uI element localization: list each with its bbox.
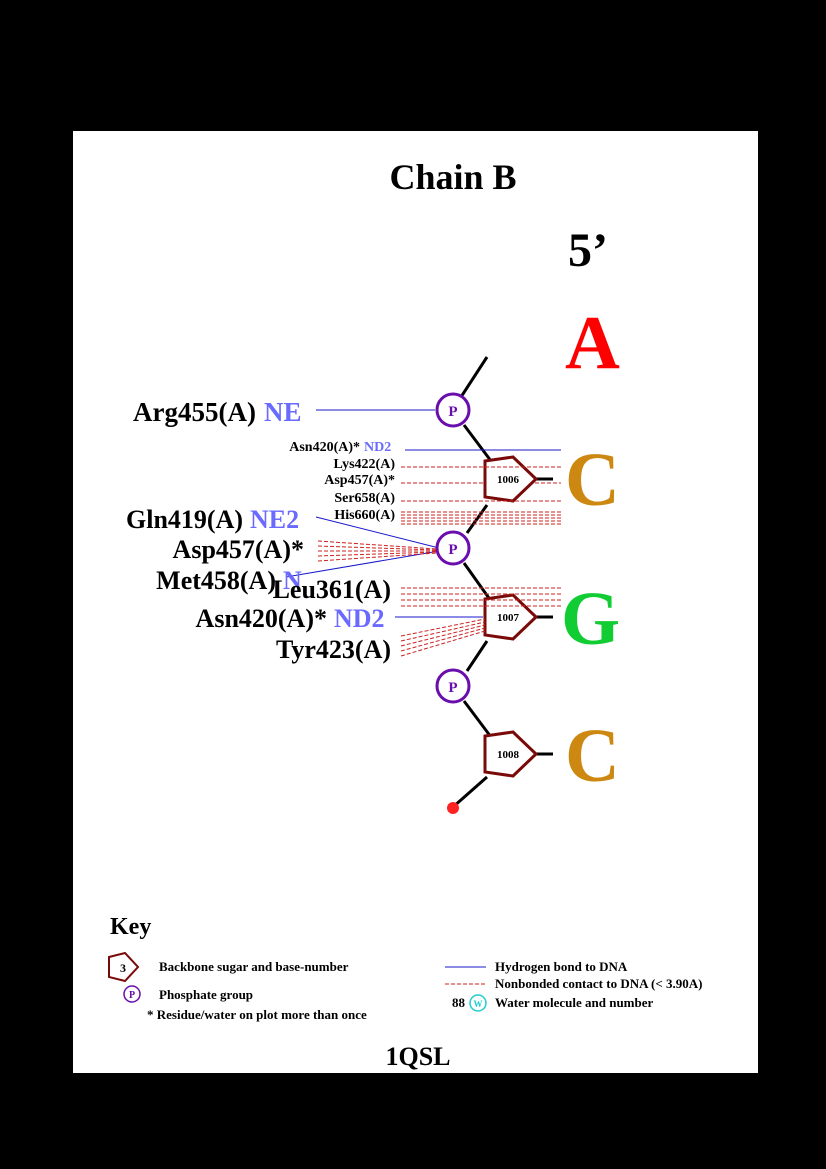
- phosphate-3: P: [435, 668, 471, 704]
- atom-n: N: [283, 566, 302, 595]
- residue-gln419: Gln419(A): [126, 505, 243, 534]
- sugar-1007: 1007: [483, 593, 539, 641]
- residue-leu361: Leu361(A): [273, 575, 391, 604]
- residue-asp457: Asp457(A)*: [173, 535, 304, 564]
- phosphate-label: P: [448, 680, 457, 696]
- sugar-number: 1007: [497, 612, 520, 624]
- residue-arg455: Arg455(A): [133, 397, 256, 427]
- sugar-1008: 1008: [483, 730, 539, 778]
- key-nonbonded-label: Nonbonded contact to DNA (< 3.90A): [495, 976, 702, 991]
- key-star-note: * Residue/water on plot more than once: [147, 1007, 367, 1022]
- five-prime-label: 5’: [568, 224, 608, 277]
- key-water-label: Water molecule and number: [495, 995, 654, 1010]
- residue-asp457-small: Asp457(A)*: [324, 473, 395, 488]
- residue-lys422: Lys422(A): [334, 457, 396, 472]
- base-letter-a: A: [565, 301, 620, 385]
- dna-contact-diagram: Chain B 5’ A C G C 1006 1007 1008: [108, 157, 702, 1071]
- atom-nd2: ND2: [334, 604, 385, 633]
- base-letter-c-1008: C: [565, 714, 620, 798]
- phosphate-2: P: [435, 530, 471, 566]
- sugar-number: 1008: [497, 749, 520, 761]
- residue-asn420: Asn420(A)*: [196, 604, 327, 633]
- plot-page: Chain B 5’ A C G C 1006 1007 1008: [73, 131, 758, 1073]
- pdb-id: 1QSL: [385, 1042, 450, 1071]
- atom-nd2-small: ND2: [364, 440, 391, 455]
- three-prime-end-dot: [447, 802, 459, 814]
- hydrogen-bonds: [285, 409, 561, 618]
- key-hbond-label: Hydrogen bond to DNA: [495, 959, 628, 974]
- residue-tyr423: Tyr423(A): [276, 635, 391, 664]
- phosphate-label: P: [448, 404, 457, 420]
- sugar-key-number: 3: [120, 961, 126, 975]
- residue-his660: His660(A): [334, 508, 395, 523]
- residue-met458: Met458(A): [156, 566, 276, 595]
- key-legend: Key 3 Backbone sugar and base-number P P…: [108, 914, 702, 1022]
- residue-ser658: Ser658(A): [334, 491, 395, 506]
- base-letter-g-1007: G: [561, 577, 620, 661]
- water-key-number: 88: [452, 995, 466, 1010]
- sugar-key-icon: [108, 951, 140, 983]
- key-sugar-label: Backbone sugar and base-number: [159, 959, 349, 974]
- phosphate-1: P: [435, 392, 471, 428]
- backbone: [452, 356, 553, 809]
- key-title: Key: [110, 914, 151, 940]
- sugar-number: 1006: [497, 474, 520, 486]
- chain-title: Chain B: [389, 157, 516, 197]
- sugar-1006: 1006: [483, 455, 539, 503]
- key-phosphate-label: Phosphate group: [159, 987, 253, 1002]
- atom-ne: NE: [264, 397, 302, 427]
- phosphate-label: P: [448, 542, 457, 558]
- phosphate-key-letter: P: [129, 990, 135, 1001]
- water-key-icon: [469, 994, 487, 1012]
- atom-ne2: NE2: [250, 505, 299, 534]
- phosphate-key-icon: [123, 985, 141, 1003]
- nonbonded-contacts: [317, 466, 561, 657]
- residue-asn420-small: Asn420(A)*: [289, 440, 360, 455]
- base-letter-c-1006: C: [565, 438, 620, 522]
- water-key-letter: W: [474, 999, 483, 1009]
